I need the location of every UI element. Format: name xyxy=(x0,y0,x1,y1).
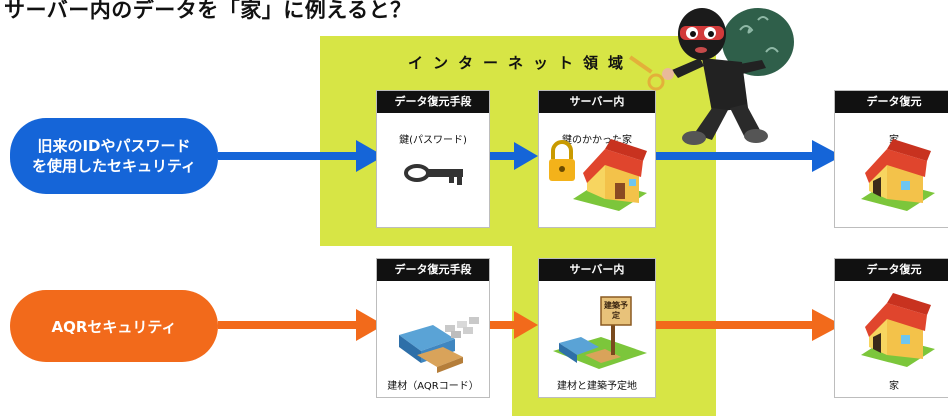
box-header: サーバー内 xyxy=(539,91,655,113)
aqr-security-pill: AQRセキュリティ xyxy=(10,290,218,362)
legacy-security-pill: 旧来のIDやパスワード を使用したセキュリティ xyxy=(10,118,218,194)
box-label: 鍵(パスワード) xyxy=(399,135,467,146)
building-materials-icon xyxy=(399,317,479,373)
box-header: データ復元手段 xyxy=(377,91,489,113)
arrow-row2-seg2 xyxy=(488,321,516,329)
arrow-row2-seg1 xyxy=(218,321,358,329)
arrow-row1-seg3 xyxy=(655,152,815,160)
box-header: サーバー内 xyxy=(539,259,655,281)
box-header: データ復元 xyxy=(835,91,948,113)
row2-restore-means-box: データ復元手段 建材（AQRコード） xyxy=(376,258,490,398)
box-label: 建材と建築予定地 xyxy=(557,381,637,392)
page-title: サーバー内のデータを「家」に例えると？ xyxy=(4,0,412,22)
legacy-security-line2: を使用したセキュリティ xyxy=(31,157,197,175)
construction-site-icon xyxy=(553,296,647,369)
legacy-security-line1: 旧来のIDやパスワード xyxy=(37,137,191,155)
arrow-row1-seg1 xyxy=(218,152,358,160)
box-header: データ復元 xyxy=(835,259,948,281)
padlock-icon xyxy=(549,140,575,181)
house-icon xyxy=(861,139,935,211)
row1-restore-means-box: データ復元手段 鍵(パスワード) xyxy=(376,90,490,228)
arrow-row2-head1 xyxy=(356,309,384,341)
arrow-row2-head3 xyxy=(812,309,842,341)
thief-icon xyxy=(629,8,794,145)
box-header: データ復元手段 xyxy=(377,259,489,281)
box-label: 家 xyxy=(889,381,899,392)
arrow-row1-head2 xyxy=(514,142,538,170)
house-icon xyxy=(861,293,935,367)
arrow-row1-seg2 xyxy=(488,152,516,160)
key-icon xyxy=(404,164,463,185)
row2-server-box: サーバー内 建材と建築予定地 建築予定 xyxy=(538,258,656,398)
arrow-row1-head3 xyxy=(812,140,842,172)
box-label: 鍵のかかった家 xyxy=(562,135,632,146)
locked-house-icon xyxy=(549,139,647,211)
box-label: 建材（AQRコード） xyxy=(387,381,479,392)
internet-zone-label: インターネット領域 xyxy=(408,54,634,72)
arrow-row2-seg3 xyxy=(655,321,815,329)
row2-restored-box: データ復元 家 xyxy=(834,258,948,398)
row1-server-box: サーバー内 鍵のかかった家 xyxy=(538,90,656,228)
arrow-row1-head1 xyxy=(356,140,384,172)
construction-sign-text: 建築予定 xyxy=(604,301,628,320)
row1-restored-box: データ復元 家 xyxy=(834,90,948,228)
arrow-row2-head2 xyxy=(514,311,538,339)
